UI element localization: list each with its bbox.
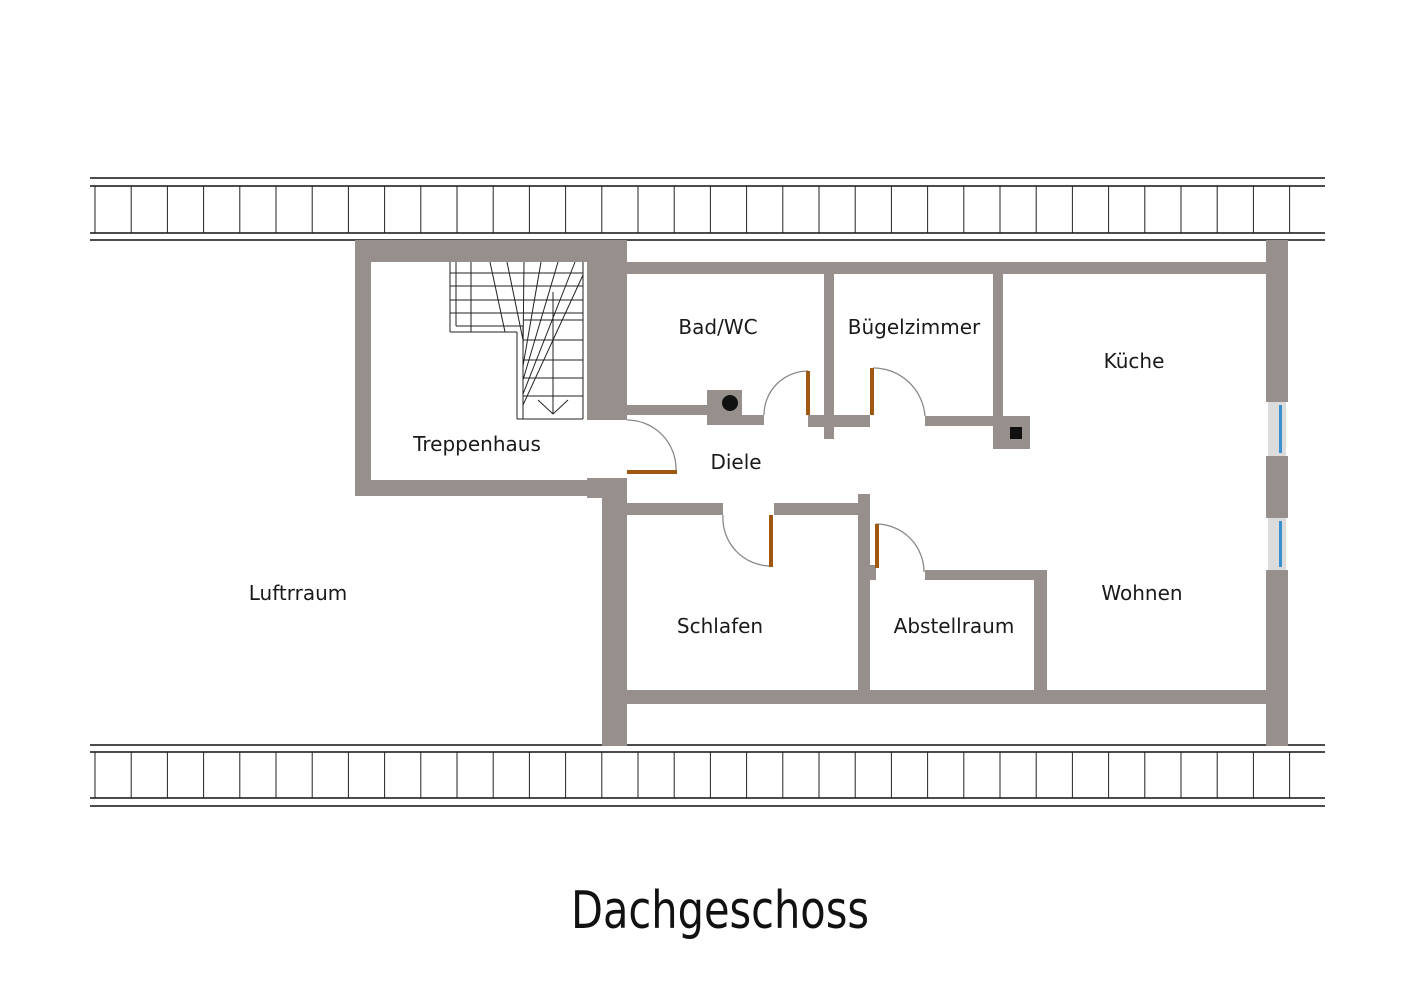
wall-divider-foot-left xyxy=(808,415,870,427)
wall-schlafen-top-right xyxy=(774,503,864,515)
arrow-down-icon xyxy=(537,399,569,415)
window-wohnen-pane xyxy=(1279,521,1282,567)
wall-schlafen-top-left xyxy=(627,503,723,515)
label-bad-wc: Bad/WC xyxy=(678,315,757,339)
door-bad xyxy=(806,371,810,415)
door-swing-abstell xyxy=(875,523,925,573)
wall-top-outer xyxy=(627,262,1267,274)
door-stair xyxy=(627,470,677,474)
wall-bugel-kueche-divider xyxy=(993,274,1003,426)
wall-stair-right-thick xyxy=(587,240,627,420)
wall-schlafen-abstell-divider xyxy=(858,494,870,704)
wall-right-outer-mid xyxy=(1266,456,1288,518)
label-treppenhaus: Treppenhaus xyxy=(412,432,541,456)
round-chimney-icon xyxy=(722,395,738,411)
wall-bad-bugel-divider xyxy=(824,274,834,439)
wall-abstell-top xyxy=(925,570,1047,580)
wall-bugel-bottom-right xyxy=(925,416,993,426)
stair-tread xyxy=(522,261,542,367)
stair-tread xyxy=(522,261,576,395)
door-schlafen xyxy=(769,515,773,567)
label-buegelzimmer: Bügelzimmer xyxy=(848,315,981,339)
stair-tread xyxy=(506,261,524,341)
window-kueche xyxy=(1268,402,1286,456)
window-wohnen xyxy=(1268,518,1286,570)
wall-bad-bottom-left xyxy=(627,405,707,415)
wall-right-outer-lower xyxy=(1266,570,1288,746)
label-abstellraum: Abstellraum xyxy=(894,614,1015,638)
label-diele: Diele xyxy=(710,450,761,474)
door-abstell xyxy=(875,524,879,568)
walls xyxy=(355,240,1288,746)
wall-stair-left xyxy=(355,240,371,496)
wall-bad-bottom-mid xyxy=(742,415,764,425)
wall-abstell-door-stub xyxy=(870,565,876,580)
square-chimney-icon xyxy=(1010,427,1022,439)
wall-right-outer-upper xyxy=(1266,240,1288,402)
label-kueche: Küche xyxy=(1104,349,1165,373)
windows xyxy=(1268,402,1286,570)
roof-strip-bottom xyxy=(90,744,1325,807)
door-swing-bugel xyxy=(872,367,926,417)
staircase xyxy=(449,261,584,420)
label-wohnen: Wohnen xyxy=(1101,581,1182,605)
plan-title: Dachgeschoss xyxy=(571,881,869,941)
wall-stair-bottom xyxy=(355,480,605,496)
stair-tread xyxy=(489,261,506,333)
window-kueche-pane xyxy=(1279,405,1282,453)
label-luftraum: Luftrraum xyxy=(249,581,348,605)
label-schlafen: Schlafen xyxy=(677,614,763,638)
wall-stair-top xyxy=(355,240,627,262)
roof-strip-top xyxy=(90,177,1325,241)
wall-abstell-right xyxy=(1034,570,1047,704)
stair-tread xyxy=(522,261,525,353)
wall-left-outer-lower xyxy=(602,478,627,746)
wall-bottom-inner xyxy=(627,690,1267,704)
door-swing-bad xyxy=(763,370,809,416)
doors xyxy=(626,367,926,573)
door-swing-stair xyxy=(626,419,677,471)
door-swing-schlafen xyxy=(722,514,772,567)
door-bugel xyxy=(870,368,874,415)
chimneys xyxy=(707,390,1030,449)
room-labels: Treppenhaus Bad/WC Bügelzimmer Küche Die… xyxy=(249,315,1183,638)
